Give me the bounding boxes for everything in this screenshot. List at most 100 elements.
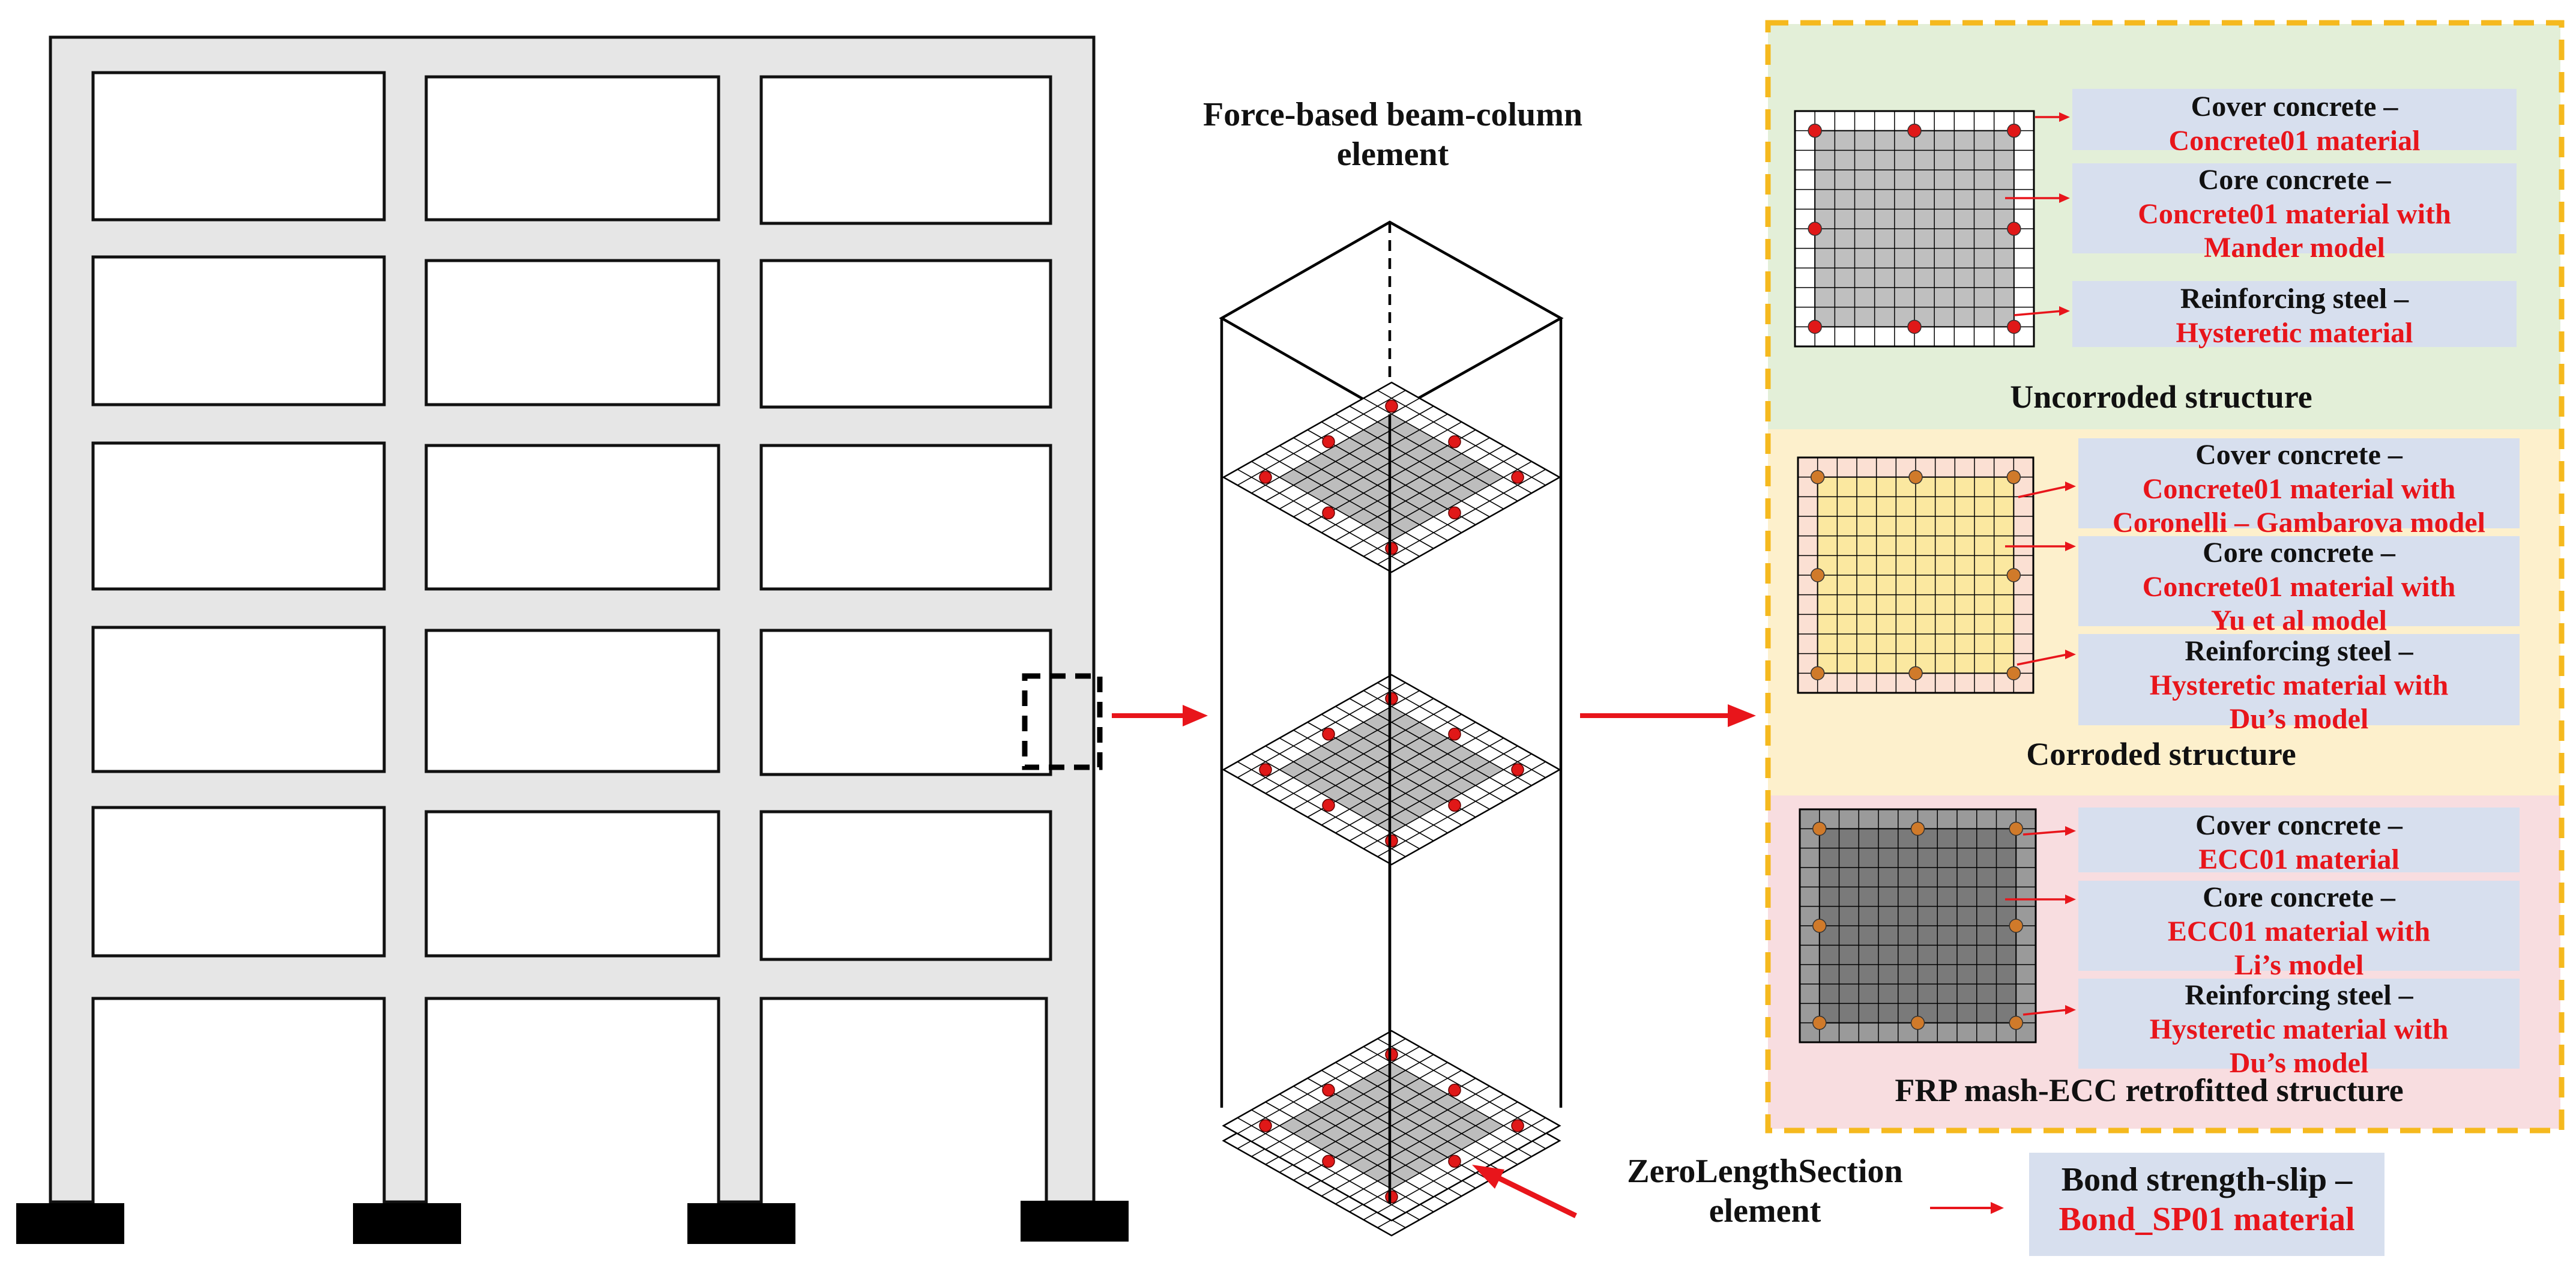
rebar-dot (1385, 1048, 1398, 1061)
rebar-dot (1322, 799, 1335, 812)
uncorroded-core-label: Core concrete – Concrete01 material with… (2072, 163, 2517, 265)
panel-border (1765, 20, 2565, 1134)
rebar-dot (1322, 728, 1335, 741)
section-rebar-dot (2006, 568, 2021, 582)
section-retrofitted (1799, 808, 2037, 1043)
slice-grid-line (1237, 469, 1406, 565)
retrofitted-core-line2: Li’s model (2234, 949, 2364, 982)
corroded-steel-label: Reinforcing steel – Hysteretic material … (2078, 635, 2520, 737)
retrofitted-core-label: Core concrete – ECC01 material with Li’s… (2078, 881, 2520, 983)
label-pointer-head (2065, 1005, 2076, 1015)
uncorroded-core-title: Core concrete – (2198, 164, 2391, 196)
section-rebar-dot (1808, 319, 1822, 334)
label-pointer (2016, 653, 2068, 666)
rebar-dot (1448, 1084, 1461, 1097)
uncorroded-core-line2: Mander model (2204, 232, 2385, 264)
corroded-caption-text: Corroded structure (2026, 736, 2296, 772)
retrofitted-cover-line1: ECC01 material (2198, 843, 2400, 875)
corroded-steel-box (2078, 634, 2520, 725)
rebar-dot (1511, 471, 1524, 484)
rebar-dot (1322, 506, 1335, 519)
corroded-steel-line1: Hysteretic material with (2149, 669, 2449, 701)
rebar-dot (1259, 471, 1272, 484)
rebar-dot (1448, 435, 1461, 448)
section-rebar-dot (1908, 666, 1923, 681)
corroded-core-box (2078, 536, 2520, 626)
slice-grid-line (1251, 1109, 1420, 1206)
label-pointer-head (2065, 895, 2076, 904)
footing-2 (353, 1203, 461, 1244)
section-rebar-dot (2009, 919, 2023, 933)
section-rebar-dot (1812, 919, 1827, 933)
retrofitted-cover-label: Cover concrete – ECC01 material (2078, 809, 2520, 877)
slice-grid-line (1377, 1117, 1546, 1213)
bond-title: Bond strength-slip – (2061, 1161, 2353, 1198)
label-pointer-head (2065, 650, 2076, 659)
rebar-dot (1511, 763, 1524, 776)
building-frame (16, 35, 1208, 1244)
retrofitted-core-line1: ECC01 material with (2167, 915, 2431, 947)
uncorroded-caption-text: Uncorroded structure (2010, 379, 2312, 415)
footing-4 (1021, 1201, 1129, 1242)
rebar-dot (1322, 1155, 1335, 1168)
arrow-zerolength (1472, 1165, 1577, 1219)
retrofitted-core-title: Core concrete – (2203, 881, 2395, 913)
rebar-dot (1448, 1155, 1461, 1168)
rebar-dot (1259, 1119, 1272, 1132)
corroded-steel-line2: Du’s model (2229, 703, 2369, 735)
retrofitted-steel-box (2078, 979, 2520, 1069)
label-pointer-head (2059, 112, 2070, 122)
retrofitted-steel-line1: Hysteretic material with (2149, 1013, 2449, 1045)
uncorroded-steel-box (2072, 281, 2517, 347)
section-rebar-dot (1907, 319, 1922, 334)
zerolength-label: ZeroLengthSection element (1573, 1152, 1957, 1231)
corroded-cover-line2: Coronelli – Gambarova model (2113, 507, 2485, 539)
uncorroded-cover-title: Cover concrete – (2191, 91, 2398, 122)
section-rebar-dot (1812, 1015, 1827, 1030)
uncorroded-core-box (2072, 163, 2517, 253)
section-rebar-dot (2007, 123, 2021, 138)
corroded-cover-line1: Concrete01 material with (2142, 472, 2456, 505)
uncorroded-cover-label: Cover concrete – Concrete01 material (2072, 90, 2517, 158)
label-pointer (2013, 310, 2062, 316)
section-rebar-dot (1812, 821, 1827, 836)
rebar-dot (1448, 506, 1461, 519)
section-rebar-dot (2006, 666, 2021, 681)
section-rebar-dot (1910, 1015, 1925, 1030)
zerolength-line1: ZeroLengthSection (1627, 1153, 1903, 1190)
retrofitted-core-box (2078, 881, 2520, 971)
corroded-core-line1: Concrete01 material with (2142, 570, 2456, 603)
retrofitted-cover-title: Cover concrete – (2195, 809, 2403, 841)
selection-box (1022, 673, 1103, 770)
rebar-dot (1322, 435, 1335, 448)
fiber-section-slice (1222, 1030, 1561, 1222)
retrofitted-cover-box (2078, 808, 2520, 872)
label-pointer-head (2065, 482, 2076, 491)
footing-3 (687, 1203, 795, 1244)
label-pointer (2022, 830, 2068, 836)
uncorroded-steel-line1: Hysteretic material (2176, 316, 2413, 349)
uncorroded-steel-title: Reinforcing steel – (2180, 283, 2409, 315)
section-rebar-dot (1910, 821, 1925, 836)
corroded-core-title: Core concrete – (2203, 537, 2395, 569)
rebar-dot (1385, 834, 1398, 848)
zerolength-line2: element (1709, 1192, 1821, 1230)
footing-1 (16, 1203, 124, 1244)
section-rebar-dot (1810, 666, 1825, 681)
section-uncorroded (1794, 110, 2035, 348)
section-rebar-dot (1810, 469, 1825, 485)
section-rebar-dot (2009, 1015, 2023, 1030)
rebar-dot (1448, 799, 1461, 812)
label-pointer (2022, 1009, 2068, 1016)
slice-grid-line (1251, 753, 1420, 850)
rebar-dot (1385, 542, 1398, 555)
column-element-title-text: Force-based beam-column element (1203, 96, 1582, 174)
retrofitted-caption: FRP mash-ECC retrofitted structure (1801, 1072, 2497, 1110)
retrofitted-caption-text: FRP mash-ECC retrofitted structure (1895, 1072, 2404, 1108)
fiber-section-slice (1222, 381, 1561, 573)
uncorroded-steel-label: Reinforcing steel – Hysteretic material (2072, 282, 2517, 350)
section-rebar-dot (2006, 469, 2021, 485)
corroded-core-label: Core concrete – Concrete01 material with… (2078, 536, 2520, 638)
section-rebar-dot (1808, 222, 1822, 236)
